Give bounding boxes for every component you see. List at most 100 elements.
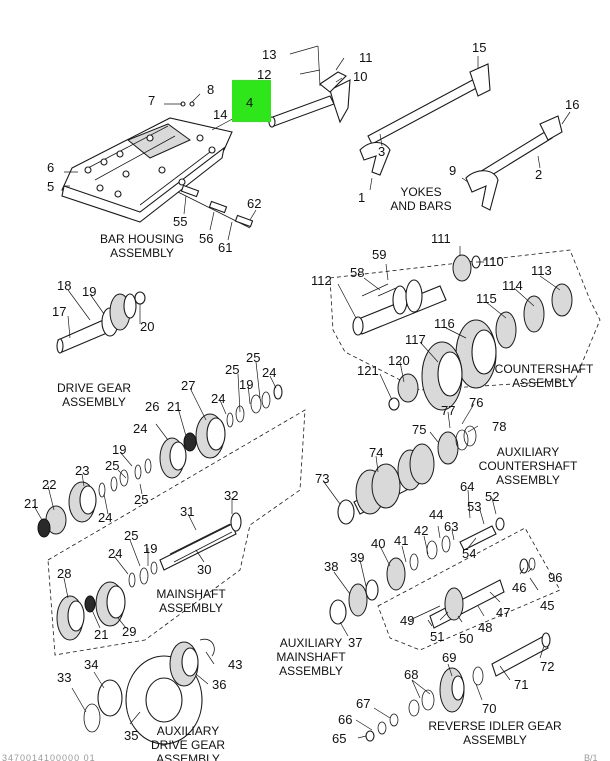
callout-19d[interactable]: 19 — [143, 541, 158, 556]
callout-63[interactable]: 63 — [444, 519, 459, 534]
callout-41[interactable]: 41 — [394, 533, 409, 548]
callout-62[interactable]: 62 — [247, 196, 262, 211]
callout-6[interactable]: 6 — [47, 160, 55, 175]
callout-56[interactable]: 56 — [199, 231, 214, 246]
callout-117[interactable]: 117 — [405, 332, 426, 347]
callout-24d[interactable]: 24 — [98, 510, 113, 525]
callout-16[interactable]: 16 — [565, 97, 580, 112]
callout-25c[interactable]: 25 — [105, 458, 120, 473]
callout-2[interactable]: 2 — [535, 167, 543, 182]
callout-20[interactable]: 20 — [140, 319, 155, 334]
callout-42[interactable]: 42 — [414, 523, 429, 538]
callout-54[interactable]: 54 — [462, 546, 477, 561]
callout-22[interactable]: 22 — [42, 477, 57, 492]
callout-24c[interactable]: 24 — [133, 421, 148, 436]
callout-37[interactable]: 37 — [348, 635, 363, 650]
callout-78[interactable]: 78 — [492, 419, 507, 434]
callout-15[interactable]: 15 — [472, 40, 487, 55]
callout-52[interactable]: 52 — [485, 489, 500, 504]
callout-9[interactable]: 9 — [449, 163, 457, 178]
highlighted-part-4[interactable]: 4 — [232, 80, 271, 122]
callout-21a[interactable]: 21 — [167, 399, 182, 414]
callout-36[interactable]: 36 — [212, 677, 227, 692]
callout-18[interactable]: 18 — [57, 278, 72, 293]
callout-5[interactable]: 5 — [47, 179, 55, 194]
callout-59[interactable]: 59 — [372, 247, 387, 262]
callout-68[interactable]: 68 — [404, 667, 419, 682]
callout-25d[interactable]: 25 — [134, 492, 149, 507]
callout-19c[interactable]: 19 — [112, 442, 127, 457]
callout-24e[interactable]: 24 — [108, 546, 123, 561]
callout-10[interactable]: 10 — [353, 69, 368, 84]
callout-12[interactable]: 12 — [257, 67, 272, 82]
callout-25a[interactable]: 25 — [246, 350, 261, 365]
callout-111[interactable]: 111 — [431, 231, 451, 246]
callout-69[interactable]: 69 — [442, 650, 457, 665]
callout-55[interactable]: 55 — [173, 214, 188, 229]
callout-24b[interactable]: 24 — [211, 391, 226, 406]
callout-71[interactable]: 71 — [514, 677, 529, 692]
callout-115[interactable]: 115 — [476, 291, 497, 306]
callout-73[interactable]: 73 — [315, 471, 330, 486]
callout-114[interactable]: 114 — [502, 278, 523, 293]
callout-121[interactable]: 121 — [357, 363, 379, 378]
callout-33[interactable]: 33 — [57, 670, 72, 685]
callout-30[interactable]: 30 — [197, 562, 212, 577]
callout-110[interactable]: 110 — [483, 254, 504, 269]
callout-75[interactable]: 75 — [412, 422, 427, 437]
callout-21c[interactable]: 21 — [94, 627, 109, 642]
callout-51[interactable]: 51 — [430, 629, 445, 644]
callout-39[interactable]: 39 — [350, 550, 365, 565]
callout-25b[interactable]: 25 — [225, 362, 240, 377]
callout-19a[interactable]: 19 — [82, 284, 97, 299]
callout-48[interactable]: 48 — [478, 620, 493, 635]
callout-13[interactable]: 13 — [262, 47, 277, 62]
callout-34[interactable]: 34 — [84, 657, 99, 672]
callout-66[interactable]: 66 — [338, 712, 353, 727]
callout-24a[interactable]: 24 — [262, 365, 277, 380]
callout-67[interactable]: 67 — [356, 696, 371, 711]
callout-7[interactable]: 7 — [148, 93, 156, 108]
callout-1[interactable]: 1 — [358, 190, 366, 205]
callout-35[interactable]: 35 — [124, 728, 139, 743]
callout-96[interactable]: 96 — [548, 570, 563, 585]
callout-112[interactable]: 112 — [311, 273, 332, 288]
callout-46[interactable]: 46 — [512, 580, 527, 595]
callout-19b[interactable]: 19 — [239, 377, 254, 392]
callout-44[interactable]: 44 — [429, 507, 444, 522]
callout-49[interactable]: 49 — [400, 613, 415, 628]
callout-61[interactable]: 61 — [218, 240, 233, 255]
callout-64[interactable]: 64 — [460, 479, 475, 494]
callout-31[interactable]: 31 — [180, 504, 195, 519]
callout-28[interactable]: 28 — [57, 566, 72, 581]
callout-17[interactable]: 17 — [52, 304, 67, 319]
callout-45[interactable]: 45 — [540, 598, 555, 613]
callout-70[interactable]: 70 — [482, 701, 497, 716]
callout-27[interactable]: 27 — [181, 378, 196, 393]
callout-116[interactable]: 116 — [434, 316, 455, 331]
callout-43[interactable]: 43 — [228, 657, 243, 672]
callout-50[interactable]: 50 — [459, 631, 474, 646]
callout-14[interactable]: 14 — [213, 107, 228, 122]
callout-21b[interactable]: 21 — [24, 496, 39, 511]
callout-25e[interactable]: 25 — [124, 528, 139, 543]
callout-58[interactable]: 58 — [350, 265, 365, 280]
callout-65[interactable]: 65 — [332, 731, 347, 746]
callout-47[interactable]: 47 — [496, 605, 511, 620]
callout-113[interactable]: 113 — [531, 263, 552, 278]
callout-120[interactable]: 120 — [388, 353, 410, 368]
callout-77[interactable]: 77 — [441, 403, 456, 418]
callout-76[interactable]: 76 — [469, 395, 484, 410]
callout-40[interactable]: 40 — [371, 536, 386, 551]
callout-3[interactable]: 3 — [378, 144, 386, 159]
callout-23[interactable]: 23 — [75, 463, 90, 478]
callout-53[interactable]: 53 — [467, 499, 482, 514]
callout-38[interactable]: 38 — [324, 559, 339, 574]
callout-32[interactable]: 32 — [224, 488, 239, 503]
callout-72[interactable]: 72 — [540, 659, 555, 674]
callout-11[interactable]: 11 — [359, 50, 373, 65]
callout-26[interactable]: 26 — [145, 399, 160, 414]
callout-29[interactable]: 29 — [122, 624, 137, 639]
callout-74[interactable]: 74 — [369, 445, 384, 460]
callout-8[interactable]: 8 — [207, 82, 215, 97]
